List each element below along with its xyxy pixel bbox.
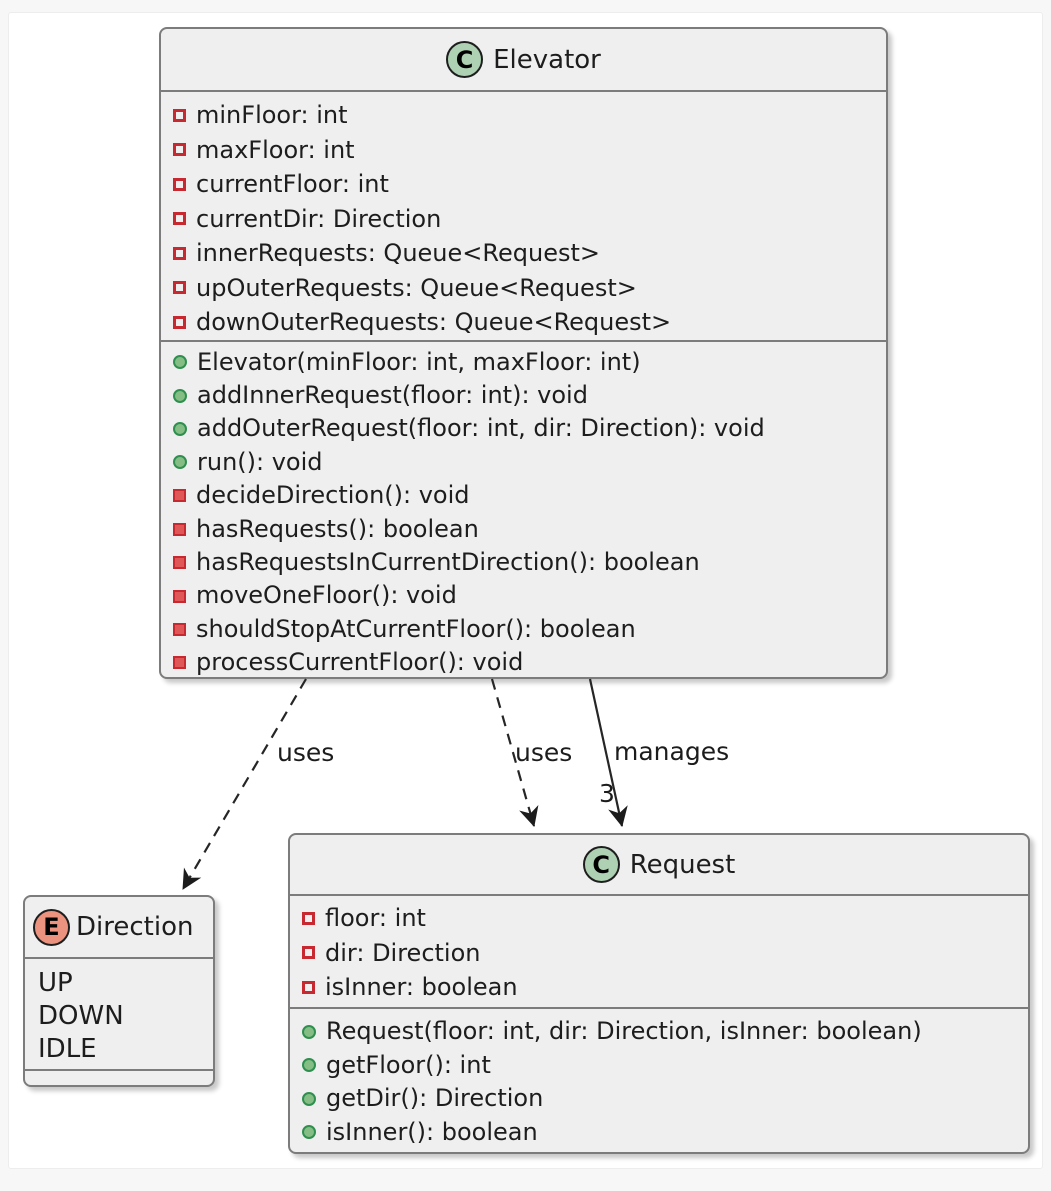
edge-label-manages: manages	[614, 737, 730, 766]
private-field-icon	[173, 212, 186, 226]
method-row: decideDirection(): void	[161, 479, 886, 512]
method-row: isInner(): boolean	[290, 1116, 1028, 1150]
enum-value: DOWN	[38, 1001, 124, 1031]
elevator-methods-compartment: Elevator(minFloor: int, maxFloor: int) a…	[161, 339, 886, 680]
method-text: decideDirection(): void	[196, 481, 470, 510]
class-header-request: C Request	[290, 835, 1028, 894]
private-method-icon	[173, 522, 186, 536]
private-field-icon	[302, 946, 315, 960]
enum-icon: E	[33, 908, 70, 946]
field-row: currentDir: Direction	[161, 202, 886, 237]
method-row: Elevator(minFloor: int, maxFloor: int)	[161, 346, 886, 379]
public-method-icon	[302, 1024, 316, 1039]
method-text: run(): void	[197, 447, 323, 476]
request-fields-compartment: floor: int dir: Direction isInner: boole…	[290, 894, 1028, 1007]
class-name-request: Request	[629, 849, 736, 880]
private-field-icon	[302, 911, 315, 925]
edge-label-uses-direction: uses	[277, 738, 335, 767]
method-row: getDir(): Direction	[290, 1082, 1028, 1116]
class-icon: C	[582, 846, 620, 883]
direction-empty-compartment	[25, 1069, 213, 1085]
method-row: run(): void	[161, 446, 886, 479]
enum-box-direction: E Direction UP DOWN IDLE	[23, 895, 215, 1087]
private-field-icon	[173, 177, 186, 191]
public-method-icon	[173, 422, 187, 437]
method-row: hasRequests(): boolean	[161, 513, 886, 546]
method-text: Request(floor: int, dir: Direction, isIn…	[326, 1017, 922, 1045]
request-methods-compartment: Request(floor: int, dir: Direction, isIn…	[290, 1007, 1028, 1152]
method-text: moveOneFloor(): void	[196, 581, 457, 610]
field-text: innerRequests: Queue<Request>	[196, 239, 600, 267]
class-box-request: C Request floor: int dir: Direction isIn…	[288, 833, 1030, 1154]
field-row: isInner: boolean	[290, 970, 1028, 1005]
private-method-icon	[173, 556, 186, 570]
enum-value: UP	[38, 968, 73, 998]
private-field-icon	[173, 281, 186, 295]
edge-label-uses-request: uses	[515, 738, 573, 767]
public-method-icon	[173, 455, 187, 470]
method-row: moveOneFloor(): void	[161, 579, 886, 612]
field-text: isInner: boolean	[325, 973, 518, 1001]
method-text: getFloor(): int	[326, 1050, 491, 1079]
method-text: addOuterRequest(floor: int, dir: Directi…	[197, 414, 765, 443]
field-row: upOuterRequests: Queue<Request>	[161, 271, 886, 306]
method-row: shouldStopAtCurrentFloor(): boolean	[161, 613, 886, 646]
public-method-icon	[302, 1091, 316, 1106]
field-row: downOuterRequests: Queue<Request>	[161, 305, 886, 340]
private-method-icon	[173, 489, 186, 503]
field-text: upOuterRequests: Queue<Request>	[196, 273, 637, 302]
field-text: currentDir: Direction	[196, 204, 442, 233]
private-method-icon	[173, 589, 186, 603]
field-row: floor: int	[290, 901, 1028, 936]
field-text: minFloor: int	[196, 101, 348, 129]
class-box-elevator: C Elevator minFloor: int maxFloor: int c…	[159, 27, 888, 679]
method-text: processCurrentFloor(): void	[196, 648, 524, 677]
private-field-icon	[173, 246, 186, 260]
elevator-fields-compartment: minFloor: int maxFloor: int currentFloor…	[161, 90, 886, 340]
private-field-icon	[173, 143, 186, 157]
private-field-icon	[173, 315, 186, 329]
method-row: processCurrentFloor(): void	[161, 646, 886, 679]
method-text: addInnerRequest(floor: int): void	[197, 380, 588, 409]
method-text: hasRequests(): boolean	[196, 514, 479, 543]
method-row: getFloor(): int	[290, 1049, 1028, 1083]
field-text: currentFloor: int	[196, 170, 389, 198]
enum-value: IDLE	[38, 1034, 97, 1064]
private-field-icon	[302, 980, 315, 994]
field-text: downOuterRequests: Queue<Request>	[196, 308, 672, 336]
enum-name-direction: Direction	[76, 912, 194, 942]
field-row: innerRequests: Queue<Request>	[161, 236, 886, 271]
field-text: dir: Direction	[325, 938, 481, 967]
field-row: minFloor: int	[161, 98, 886, 133]
class-header-elevator: C Elevator	[161, 29, 886, 90]
field-row: maxFloor: int	[161, 133, 886, 168]
class-name-elevator: Elevator	[493, 44, 601, 75]
public-method-icon	[302, 1125, 316, 1140]
private-method-icon	[173, 622, 186, 636]
method-row: addInnerRequest(floor: int): void	[161, 379, 886, 412]
field-text: maxFloor: int	[196, 135, 355, 164]
method-row: Request(floor: int, dir: Direction, isIn…	[290, 1015, 1028, 1049]
public-method-icon	[173, 355, 187, 370]
class-icon: C	[446, 41, 484, 78]
field-text: floor: int	[325, 904, 426, 932]
method-text: getDir(): Direction	[326, 1084, 544, 1112]
direction-values-compartment: UP DOWN IDLE	[25, 957, 213, 1069]
enum-header-direction: E Direction	[25, 897, 213, 957]
method-text: shouldStopAtCurrentFloor(): boolean	[196, 614, 636, 643]
method-text: isInner(): boolean	[326, 1117, 538, 1146]
public-method-icon	[302, 1058, 316, 1073]
method-row: hasRequestsInCurrentDirection(): boolean	[161, 546, 886, 579]
field-row: dir: Direction	[290, 936, 1028, 971]
method-text: hasRequestsInCurrentDirection(): boolean	[196, 547, 700, 576]
private-field-icon	[173, 108, 186, 122]
public-method-icon	[173, 388, 187, 403]
private-method-icon	[173, 656, 186, 670]
method-row: addOuterRequest(floor: int, dir: Directi…	[161, 412, 886, 445]
method-text: Elevator(minFloor: int, maxFloor: int)	[197, 347, 641, 376]
edge-multiplicity: 3	[599, 779, 615, 808]
field-row: currentFloor: int	[161, 167, 886, 202]
